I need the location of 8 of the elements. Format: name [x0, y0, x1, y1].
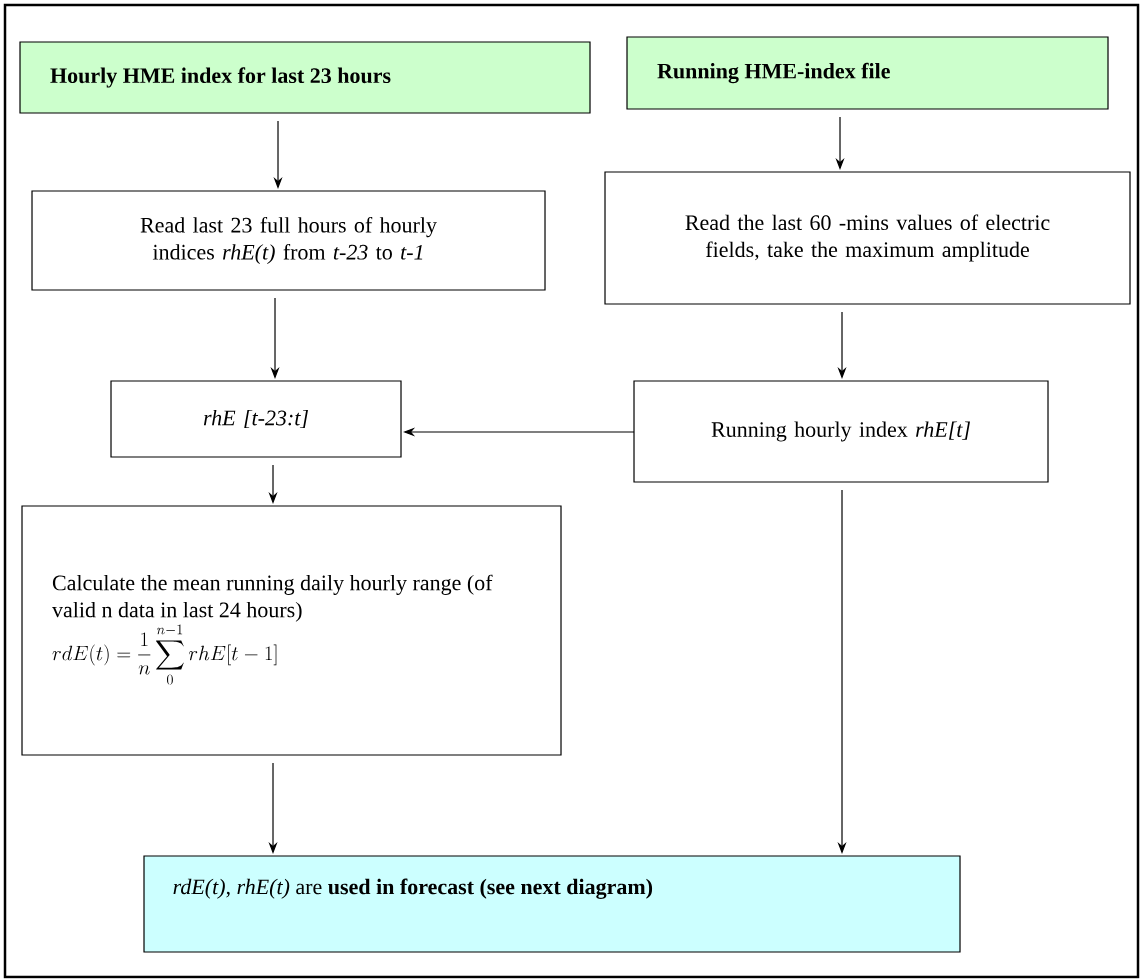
output-box: rdE(t), rhE(t) are used in forecast (see next diagram) [143, 855, 961, 953]
process-box: Read last 23 full hours of hourly indices rhE(t) from t-23 to t-1 [31, 190, 546, 291]
process-box: rhE [t-23:t] [110, 380, 402, 458]
process-box: Running hourly index rhE[t] [633, 380, 1049, 483]
heading-box: Hourly HME index for last 23 hours [19, 41, 591, 114]
calculation-box: Calculate the mean running daily hourly range (of valid n data in last 24 hours) $rdE(t) = \frac{1}{n}\sum_{0}^{n-1} rhE[t-1]$ [21, 505, 562, 756]
process-box: Read the last 60 -mins values of electric fields, take the maximum amplitude [604, 171, 1131, 305]
heading-box: Running HME-index file [626, 36, 1109, 110]
